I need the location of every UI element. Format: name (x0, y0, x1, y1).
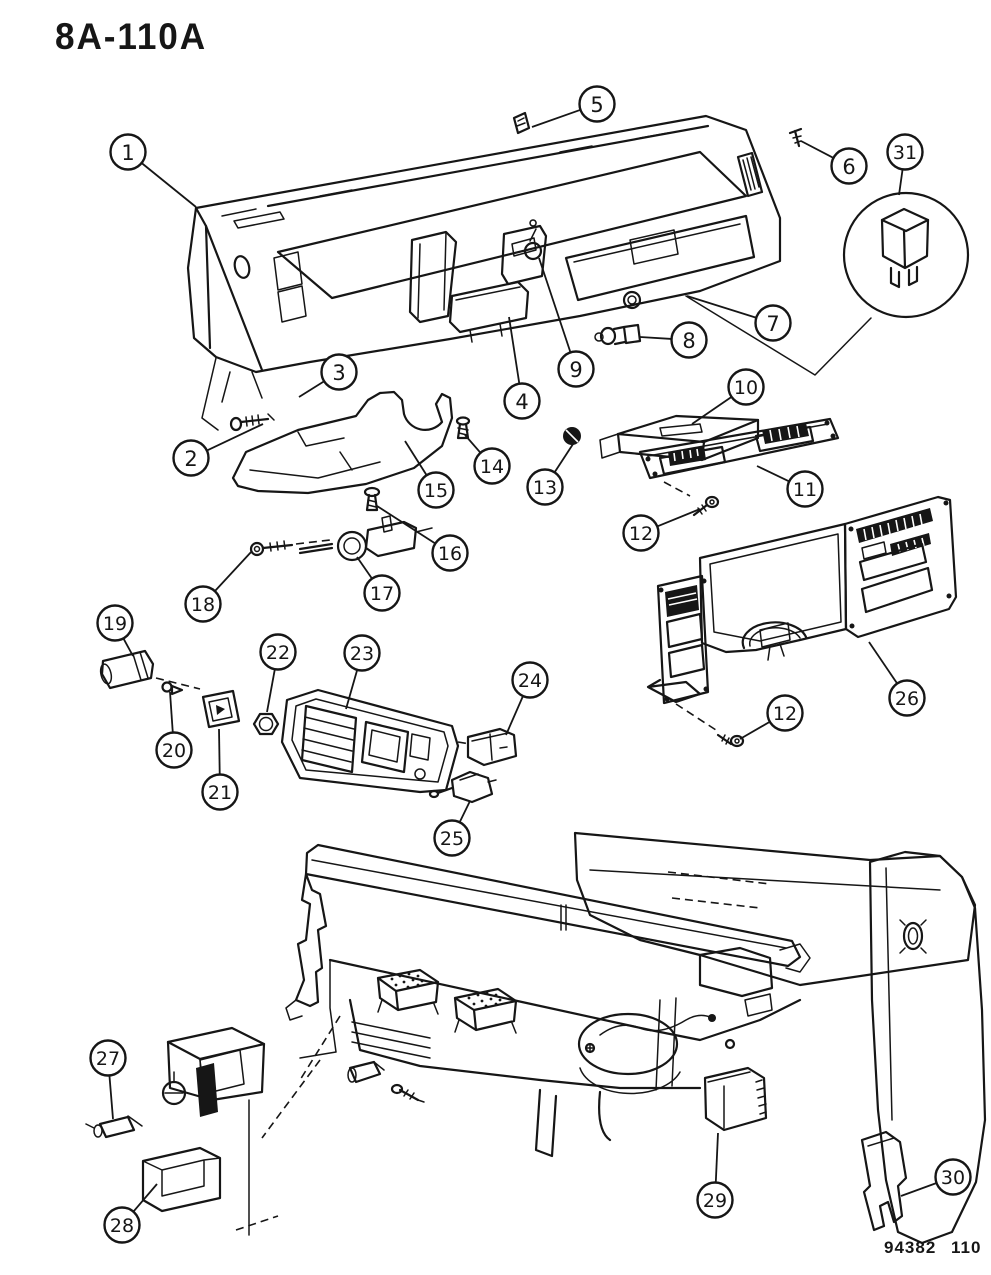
svg-text:16: 16 (438, 543, 462, 565)
callout-7: 7 (686, 295, 792, 342)
callout-30: 30 (900, 1158, 972, 1197)
callout-28: 28 (103, 1183, 158, 1244)
instrument-panel-upper (186, 114, 782, 431)
column-cover-15 (231, 390, 454, 495)
screw-part-6 (788, 127, 803, 148)
callout-14: 14 (464, 434, 511, 485)
lighter-element-19 (99, 649, 155, 690)
callout-4: 4 (503, 316, 541, 420)
callout-8: 8 (639, 321, 708, 359)
callout-13: 13 (526, 440, 576, 506)
svg-text:20: 20 (162, 740, 186, 762)
screw-part-12a (663, 481, 720, 517)
svg-text:29: 29 (703, 1190, 727, 1212)
screw-part-12b (716, 733, 745, 748)
callout-12: 12 (739, 694, 804, 740)
screw-part-18 (249, 539, 331, 557)
svg-text:14: 14 (480, 456, 504, 478)
svg-text:30: 30 (941, 1167, 965, 1189)
svg-text:5: 5 (590, 93, 603, 117)
callout-25: 25 (433, 800, 471, 857)
pin-part-16 (363, 486, 381, 512)
svg-text:17: 17 (370, 583, 394, 605)
svg-text:10: 10 (734, 377, 758, 399)
page-title: 8A-110A (55, 16, 208, 57)
fastener-part-20 (161, 681, 184, 696)
clip-part-13 (563, 427, 581, 445)
svg-text:4: 4 (515, 390, 528, 414)
doc-code: 94382 110 (884, 1238, 982, 1257)
svg-text:11: 11 (793, 479, 817, 501)
callout-16: 16 (376, 505, 469, 572)
callout-3: 3 (298, 353, 358, 398)
nut-part-22 (252, 712, 280, 736)
svg-text:13: 13 (533, 477, 557, 499)
callout-18: 18 (184, 550, 253, 623)
callout-17: 17 (356, 556, 401, 612)
svg-text:3: 3 (332, 361, 345, 385)
svg-text:22: 22 (266, 642, 290, 664)
svg-text:8: 8 (682, 329, 695, 353)
callout-21: 21 (201, 728, 239, 811)
svg-text:26: 26 (895, 688, 919, 710)
callout-19: 19 (96, 604, 134, 657)
callout-22: 22 (259, 633, 297, 713)
callout-29: 29 (696, 1132, 734, 1219)
callout-27: 27 (89, 1039, 127, 1120)
svg-text:12: 12 (773, 703, 797, 725)
bracket-part-28 (141, 1146, 222, 1213)
svg-text:1: 1 (121, 141, 134, 165)
alignment-axis (457, 741, 471, 745)
svg-text:7: 7 (766, 312, 779, 336)
svg-text:2: 2 (184, 447, 197, 471)
svg-text:25: 25 (440, 828, 464, 850)
svg-text:15: 15 (424, 480, 448, 502)
callout-9: 9 (538, 257, 595, 388)
callout-24: 24 (505, 661, 549, 736)
screw-part-14 (455, 416, 471, 440)
callout-31: 31 (886, 133, 924, 196)
tray-part-10 (599, 414, 760, 462)
callout-5: 5 (531, 85, 616, 128)
svg-text:27: 27 (96, 1048, 120, 1070)
relay-magnifier (685, 191, 970, 376)
bracket-part-30 (860, 1130, 908, 1232)
svg-text:18: 18 (191, 594, 215, 616)
module-part-29 (703, 1066, 768, 1132)
callout-2: 2 (172, 423, 264, 477)
panel-carrier-lower (235, 831, 987, 1245)
svg-text:9: 9 (569, 358, 582, 382)
faceplate-part-11 (638, 417, 840, 480)
bracket-part-17 (298, 515, 433, 562)
svg-text:21: 21 (208, 782, 232, 804)
vent-panel-23 (280, 688, 460, 794)
svg-text:28: 28 (110, 1215, 134, 1237)
callout-26: 26 (868, 641, 926, 717)
svg-text:23: 23 (350, 643, 374, 665)
bulb-part-27 (85, 1115, 143, 1139)
callout-12: 12 (622, 508, 701, 552)
callout-20: 20 (155, 691, 193, 769)
callout-15: 15 (404, 440, 455, 509)
switch-part-24 (466, 727, 518, 767)
svg-text:24: 24 (518, 670, 542, 692)
svg-text:6: 6 (842, 155, 855, 179)
bezel-part-21 (201, 689, 241, 729)
callout-1: 1 (109, 133, 197, 208)
bulb-socket-part-8 (594, 323, 642, 346)
callout-11: 11 (756, 465, 824, 508)
clip-part-5 (512, 111, 531, 135)
svg-text:31: 31 (893, 142, 917, 164)
cluster-bezel-26 (646, 495, 958, 731)
callout-6: 6 (800, 140, 868, 185)
svg-text:19: 19 (103, 613, 127, 635)
svg-text:12: 12 (629, 523, 653, 545)
callout-23: 23 (343, 634, 381, 710)
screw-part-2 (229, 413, 275, 432)
alignment-axis (155, 677, 201, 690)
connector-part-25 (428, 770, 497, 804)
callout-10: 10 (691, 368, 765, 425)
